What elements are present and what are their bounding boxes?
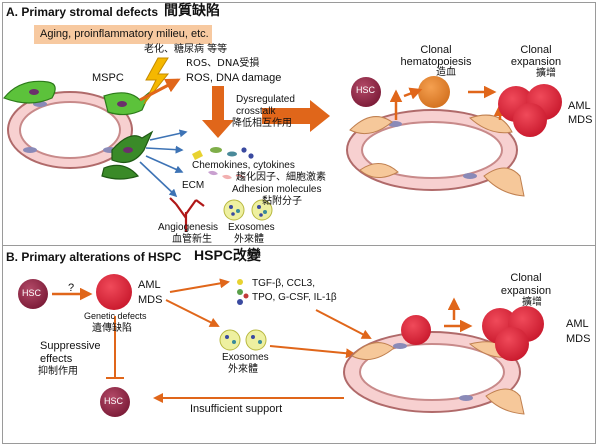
mspc-label: MSPC [92, 72, 124, 84]
chemokine-icons [192, 147, 254, 180]
arrows-a [139, 78, 330, 198]
crosstalk-label-2: crosstalk [236, 106, 276, 117]
aml-cell-b-left [96, 274, 132, 310]
chemokines-label: Chemokines, cytokines [192, 160, 295, 171]
clonal-cell-a [418, 76, 450, 108]
exosomes-label-b-zh: 外來體 [228, 364, 258, 375]
section-a-title: A. Primary stromal defects [6, 5, 159, 19]
figure-frame [2, 2, 596, 444]
crosstalk-label-zh: 降低相互作用 [232, 118, 292, 129]
question-mark: ? [68, 282, 75, 294]
clonal-expansion-label-b-1: Clonal [510, 272, 542, 284]
factors-label-1: TGF-β, CCL3, [252, 278, 315, 289]
vessel-right-a [346, 109, 525, 197]
aml-label-b: AML [138, 279, 161, 291]
clonal-expansion-label-a-1: Clonal [520, 44, 552, 56]
lightning-icon [143, 57, 170, 105]
mds-label-a: MDS [568, 114, 593, 126]
hsc-label-a: HSC [356, 85, 376, 95]
insult-box [34, 25, 212, 44]
exosome-icons-a [223, 199, 273, 221]
genetic-defects-label: Genetic defects [84, 311, 147, 321]
genetic-defects-label-zh: 遺傳缺陷 [92, 323, 132, 334]
exosomes-label-a-zh: 外來體 [234, 234, 264, 245]
aml-cells-a [498, 84, 562, 137]
exosome-icons-b [219, 329, 267, 351]
section-b-title: B. Primary alterations of HSPC [6, 250, 182, 264]
factors-label-2: TPO, G-CSF, IL-1β [252, 292, 337, 303]
factor-dots [237, 279, 249, 305]
insufficient-support-label: Insufficient support [190, 403, 283, 415]
angiogenesis-icon [169, 197, 205, 232]
adhesion-label: Adhesion molecules [232, 184, 322, 195]
ros-label: ROS, DNA damage [186, 72, 282, 84]
section-divider [3, 245, 595, 246]
hsc-cell-b-top [18, 279, 48, 309]
clonal-expansion-label-a-2: expansion [510, 56, 562, 68]
aml-cells-b [401, 306, 544, 361]
exosomes-label-a: Exosomes [228, 222, 275, 233]
hsc-label-b-top: HSC [22, 288, 42, 298]
suppressive-label-zh: 抑制作用 [38, 366, 78, 377]
hsc-label-b-bottom: HSC [104, 396, 124, 406]
insult-text-zh: 老化、糖尿病 等等 [144, 44, 228, 55]
section-b-title-zh: HSPC改變 [194, 247, 261, 263]
suppressive-label-1: Suppressive [40, 340, 101, 352]
mds-label-b-right: MDS [566, 333, 591, 345]
mspc-cells [3, 80, 154, 180]
hsc-cell-b-bottom [100, 387, 130, 417]
clonal-hematopoiesis-label-1: Clonal [420, 44, 452, 56]
aml-label-a: AML [568, 100, 591, 112]
vessel-left-a [7, 91, 133, 169]
adhesion-label-zh: 黏附分子 [262, 196, 302, 207]
clonal-hematopoiesis-label-2: hematopoiesis [400, 56, 472, 68]
vessel-b [343, 331, 525, 415]
arrows-b [52, 278, 473, 403]
clonal-expansion-label-b-2: expansion [500, 285, 552, 297]
angiogenesis-label-zh: 血管新生 [172, 234, 212, 245]
chemokines-label-zh: 趨化因子、細胞激素 [236, 172, 326, 183]
exosomes-label-b: Exosomes [222, 352, 269, 363]
clonal-expansion-label-b-zh: 擴增 [522, 297, 542, 308]
suppressive-label-2: effects [40, 353, 73, 365]
section-a-title-zh: 間質缺陷 [164, 3, 220, 19]
clonal-expansion-label-a-zh: 擴增 [536, 68, 556, 79]
mds-label-b: MDS [138, 294, 163, 306]
ros-label-zh: ROS、DNA受損 [186, 58, 260, 69]
hsc-cell-a [351, 77, 381, 107]
ecm-label: ECM [182, 180, 205, 191]
crosstalk-label-1: Dysregulated [236, 94, 295, 105]
clonal-hematopoiesis-label-zh: 造血 [436, 67, 456, 78]
insult-text: Aging, proinflammatory milieu, etc. [40, 28, 209, 40]
angiogenesis-label: Angiogenesis [158, 222, 219, 233]
aml-label-b-right: AML [566, 318, 589, 330]
